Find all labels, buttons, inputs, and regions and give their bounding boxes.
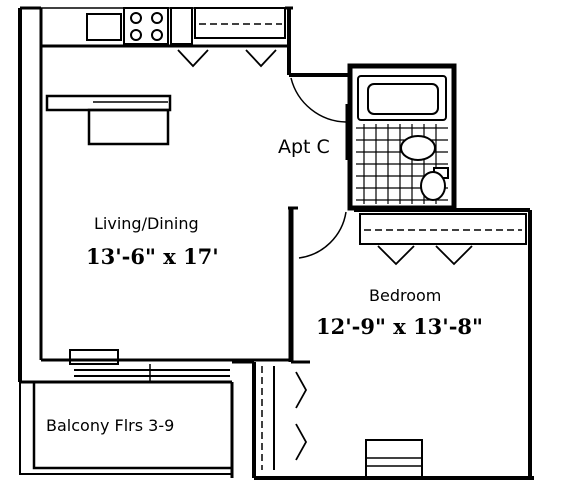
burner-icon: [130, 29, 142, 41]
burner-icon: [130, 12, 142, 24]
tile-floor: [356, 124, 448, 204]
living-closet: [177, 7, 286, 68]
bathroom: [345, 63, 457, 211]
bathtub: [357, 75, 447, 121]
burner-icon: [151, 12, 163, 24]
bifold-door-icon: [435, 245, 473, 266]
living-room-dimensions: 13'-6" x 17': [86, 244, 219, 269]
bedroom-window: [365, 439, 423, 479]
balcony-label: Balcony Flrs 3-9: [46, 416, 175, 435]
living-walls: [18, 6, 350, 384]
balcony-outline: [19, 382, 232, 475]
toilet-icon: [420, 171, 446, 201]
burner-icon: [151, 29, 163, 41]
range-stove: [123, 7, 169, 45]
bedroom-side-closet: [261, 366, 308, 470]
bifold-door-icon: [245, 49, 277, 68]
bedroom-name: Bedroom: [369, 286, 442, 305]
door-swing-icon: [290, 77, 347, 123]
bifold-door-icon: [377, 245, 415, 266]
bifold-door-icon: [295, 423, 308, 461]
door-swing-icon: [298, 211, 347, 259]
bedroom-closet: [359, 213, 527, 266]
balcony-door: [69, 349, 230, 382]
bifold-door-icon: [177, 49, 209, 68]
apartment-label: Apt C: [278, 136, 330, 158]
kitchen-island: [45, 94, 172, 146]
bedroom-dimensions: 12'-9" x 13'-8": [316, 314, 483, 339]
kitchen: [86, 7, 193, 45]
sink-icon: [400, 135, 436, 161]
living-room-name: Living/Dining: [94, 214, 199, 233]
sink-counter: [86, 13, 122, 41]
bifold-door-icon: [295, 371, 308, 409]
refrigerator: [170, 7, 193, 45]
